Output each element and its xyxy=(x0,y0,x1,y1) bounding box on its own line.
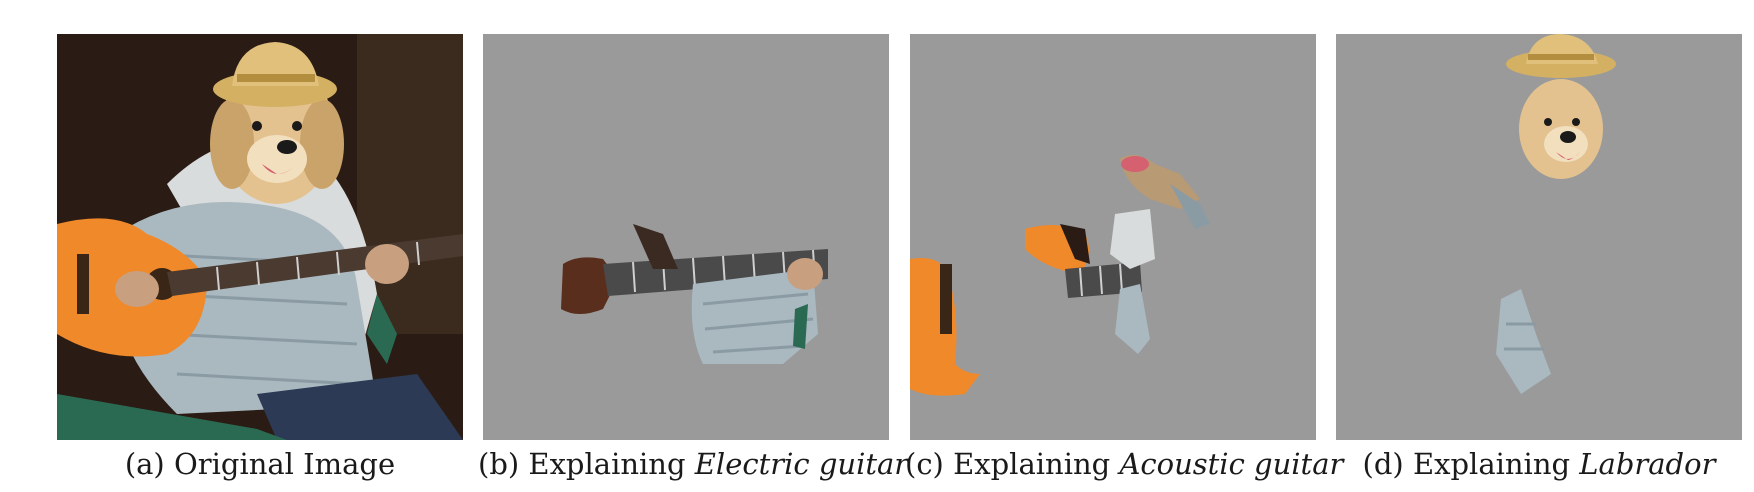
caption-b: (b) Explaining Electric guitar xyxy=(478,446,908,482)
explanation-electric-guitar xyxy=(483,34,889,440)
original-image xyxy=(57,34,463,440)
caption-b-prefix: (b) Explaining xyxy=(478,447,695,481)
caption-d-prefix: (d) Explaining xyxy=(1362,447,1580,481)
explanation-acoustic-guitar xyxy=(910,34,1316,440)
caption-c-prefix: (c) Explaining xyxy=(905,447,1120,481)
caption-a-text: (a) Original Image xyxy=(124,447,396,481)
caption-c: (c) Explaining Acoustic guitar xyxy=(905,446,1343,482)
original-image-graphic xyxy=(57,34,463,440)
caption-d-class: Labrador xyxy=(1579,447,1716,481)
caption-b-class: Electric guitar xyxy=(694,447,909,481)
caption-a: (a) Original Image xyxy=(57,446,463,482)
explanation-acoustic-guitar-graphic xyxy=(910,34,1316,440)
explanation-labrador xyxy=(1336,34,1742,440)
caption-d: (d) Explaining Labrador xyxy=(1331,446,1747,482)
explanation-labrador-graphic xyxy=(1336,34,1742,440)
caption-c-class: Acoustic guitar xyxy=(1119,447,1344,481)
explanation-electric-guitar-graphic xyxy=(483,34,889,440)
